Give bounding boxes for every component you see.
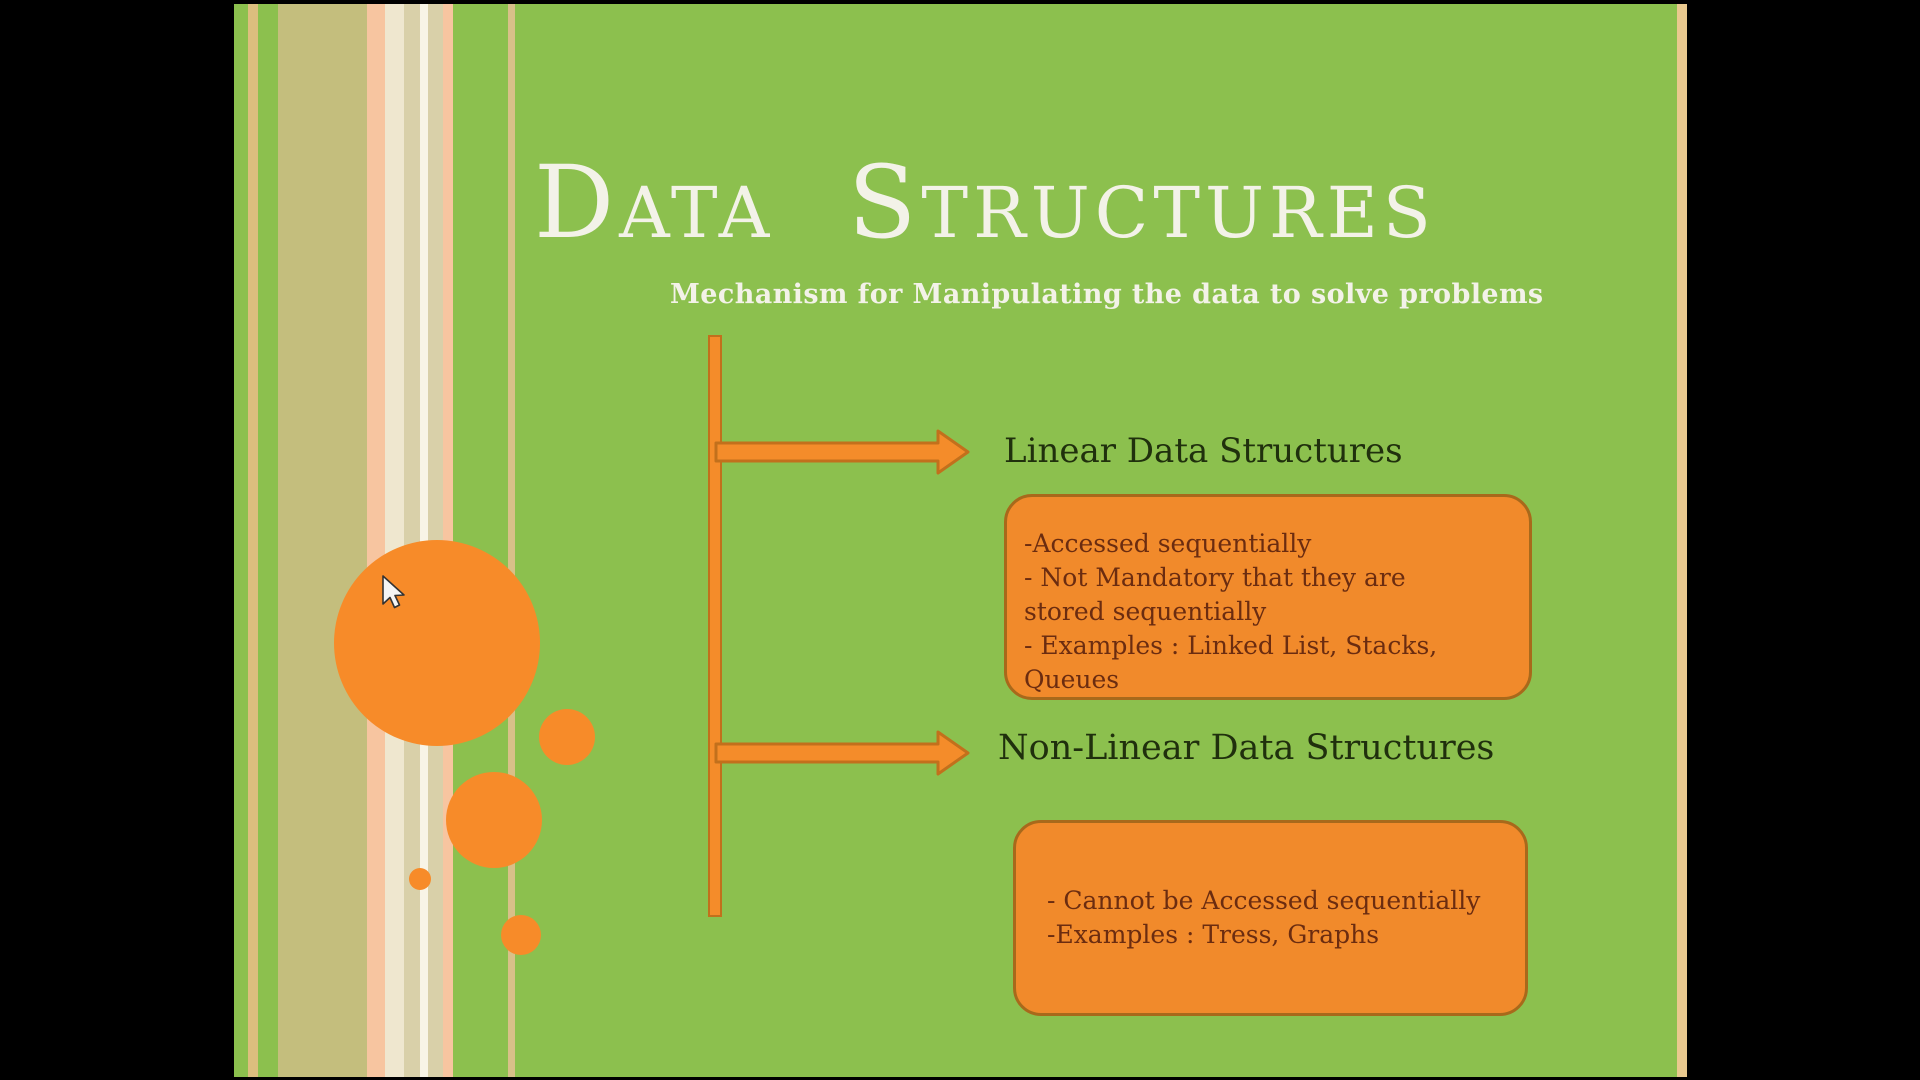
branch-arrow-icon — [714, 429, 970, 475]
slide-title: Data Structures — [534, 144, 1436, 261]
nonlinear-details-box: - Cannot be Accessed sequentially -Examp… — [1013, 820, 1528, 1016]
decor-circle-medium — [446, 772, 542, 868]
decor-stripe — [404, 4, 420, 1077]
presentation-slide: Data Structures Mechanism for Manipulati… — [234, 4, 1687, 1077]
branch-label-linear: Linear Data Structures — [1004, 431, 1403, 471]
tree-trunk-line — [708, 335, 722, 917]
decor-stripe — [508, 4, 515, 1077]
detail-line: - Not Mandatory that they are stored seq… — [1024, 563, 1406, 626]
decor-circle-large — [334, 540, 540, 746]
decor-circle-small — [539, 709, 595, 765]
detail-line: -Examples : Tress, Graphs — [1047, 920, 1380, 949]
linear-details-box: -Accessed sequentially - Not Mandatory t… — [1004, 494, 1532, 700]
detail-line: - Examples : Linked List, Stacks, Queues — [1024, 631, 1438, 694]
detail-line: - Cannot be Accessed sequentially — [1047, 886, 1481, 915]
slide-subtitle: Mechanism for Manipulating the data to s… — [670, 279, 1544, 310]
mouse-cursor-icon — [382, 575, 405, 609]
decor-stripe — [367, 4, 385, 1077]
branch-label-nonlinear: Non-Linear Data Structures — [998, 728, 1495, 768]
decor-stripe — [278, 4, 367, 1077]
slide-right-border — [1677, 4, 1687, 1077]
decor-stripe — [385, 4, 404, 1077]
decor-circle-bottom — [501, 915, 541, 955]
detail-line: -Accessed sequentially — [1024, 529, 1312, 558]
decor-circle-dot — [409, 868, 431, 890]
branch-arrow-icon — [714, 730, 970, 776]
decor-stripe — [248, 4, 258, 1077]
